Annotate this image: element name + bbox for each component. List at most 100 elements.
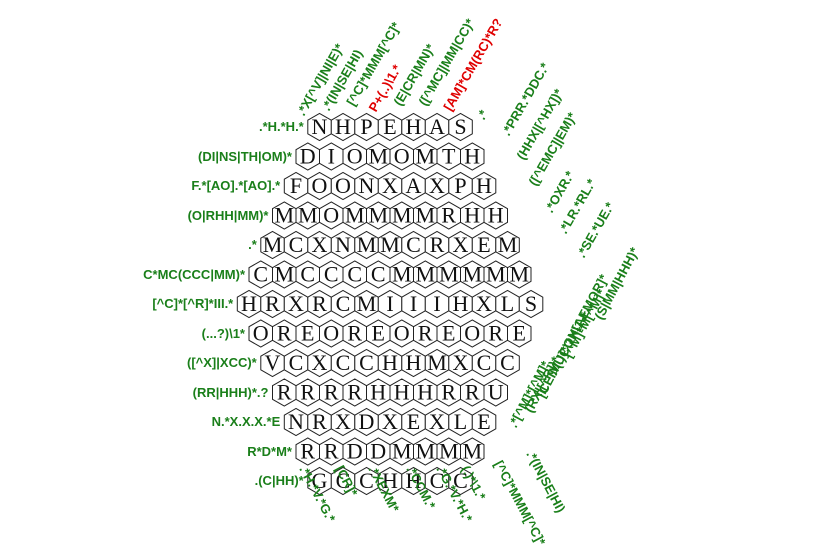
cell-letter: G bbox=[312, 468, 328, 493]
row-clue: .* bbox=[248, 237, 257, 252]
hex-cell[interactable] bbox=[460, 437, 485, 466]
cell-letter: E bbox=[383, 114, 396, 139]
cell-letter: R bbox=[418, 321, 433, 346]
cell-letter: H bbox=[382, 468, 398, 493]
cell-letter: I bbox=[386, 291, 393, 316]
cell-letter: L bbox=[454, 409, 467, 434]
hex-cell[interactable] bbox=[507, 260, 532, 289]
cell-letter: R bbox=[441, 203, 456, 228]
cell-letter: A bbox=[406, 173, 422, 198]
hex-cell[interactable] bbox=[448, 112, 473, 142]
cell-letter: I bbox=[328, 144, 335, 169]
cell-letter: C bbox=[453, 468, 468, 493]
cell-letter: R bbox=[465, 380, 480, 405]
hex-cell[interactable] bbox=[471, 407, 497, 437]
hex-cell[interactable] bbox=[495, 348, 520, 378]
cell-letter: R bbox=[277, 321, 292, 346]
cell-letter: O bbox=[323, 203, 339, 228]
cell-letter: F bbox=[290, 173, 302, 198]
cell-letter: C bbox=[253, 262, 268, 287]
cell-letter: O bbox=[347, 144, 363, 169]
cell-letter: N bbox=[335, 232, 351, 257]
cell-letter: O bbox=[335, 173, 351, 198]
row-clue: N.*X.X.X.*E bbox=[211, 414, 281, 429]
cell-letter: C bbox=[477, 350, 492, 375]
hex-cell[interactable] bbox=[471, 171, 497, 201]
cell-letter: I bbox=[433, 291, 440, 316]
cell-letter: C bbox=[359, 350, 374, 375]
cell-letter: M bbox=[498, 232, 518, 257]
cell-letter: C bbox=[430, 468, 445, 493]
cell-letter: N bbox=[288, 409, 304, 434]
cell-letter: M bbox=[298, 203, 318, 228]
cell-letter: U bbox=[488, 380, 504, 405]
cell-letter: C bbox=[371, 262, 386, 287]
hex-cell[interactable] bbox=[483, 201, 508, 230]
cell-letter: O bbox=[394, 321, 410, 346]
cell-letter: M bbox=[357, 291, 377, 316]
cell-letter: M bbox=[462, 262, 482, 287]
cell-letter: T bbox=[442, 144, 456, 169]
cell-letter: O bbox=[253, 321, 269, 346]
cell-letter: H bbox=[382, 350, 398, 375]
cell-letter: H bbox=[394, 380, 410, 405]
row-clue: (O|RHH|MM)* bbox=[187, 207, 269, 223]
cell-letter: R bbox=[300, 380, 315, 405]
cell-letter: E bbox=[513, 321, 526, 346]
cell-letter: V bbox=[265, 350, 281, 375]
cell-letter: C bbox=[336, 350, 351, 375]
cell-letter: P bbox=[454, 173, 466, 198]
row-clue: (RR|HHH)*.? bbox=[192, 384, 269, 400]
cell-letter: M bbox=[368, 144, 388, 169]
cell-letter: O bbox=[323, 321, 339, 346]
cell-letter: C bbox=[406, 232, 421, 257]
hex-cell[interactable] bbox=[507, 319, 532, 348]
cell-letter: X bbox=[476, 291, 492, 316]
cell-letter: O bbox=[464, 321, 480, 346]
cell-letter: M bbox=[427, 350, 447, 375]
cell-letter: H bbox=[335, 114, 351, 139]
cell-letter: C bbox=[336, 291, 351, 316]
cell-letter: C bbox=[300, 262, 315, 287]
cell-letter: N bbox=[312, 114, 328, 139]
cell-letter: X bbox=[453, 232, 469, 257]
row-clue: F.*[AO].*[AO].* bbox=[191, 178, 281, 193]
cell-letter: M bbox=[415, 439, 435, 464]
cell-letter: M bbox=[415, 203, 435, 228]
cell-letter: C bbox=[359, 468, 374, 493]
hex-cell[interactable] bbox=[495, 230, 520, 260]
cell-letter: M bbox=[392, 262, 412, 287]
hex-cell[interactable] bbox=[460, 142, 485, 171]
hex-cell[interactable] bbox=[483, 378, 508, 407]
cell-letter: E bbox=[407, 409, 420, 434]
cell-letter: X bbox=[429, 409, 445, 434]
cell-letter: H bbox=[406, 350, 422, 375]
row-clue: .(C|HH)* bbox=[254, 473, 304, 488]
cell-letter: H bbox=[453, 291, 469, 316]
cell-letter: E bbox=[477, 409, 490, 434]
cell-letter: O bbox=[312, 173, 328, 198]
cell-letter: X bbox=[312, 350, 328, 375]
cell-letter: H bbox=[406, 114, 422, 139]
cell-letter: M bbox=[415, 144, 435, 169]
cell-letter: A bbox=[429, 114, 445, 139]
hex-cell[interactable] bbox=[448, 466, 473, 496]
cell-letter: M bbox=[345, 203, 365, 228]
hex-cell[interactable] bbox=[518, 289, 544, 319]
cell-letter: R bbox=[312, 409, 327, 434]
row-clue: (...?)\1* bbox=[201, 325, 245, 341]
cell-letter: D bbox=[359, 409, 375, 434]
cell-letter: H bbox=[370, 380, 386, 405]
row-clue: C*MC(CCC|MM)* bbox=[143, 266, 245, 282]
cell-letter: C bbox=[289, 350, 304, 375]
cell-letter: E bbox=[477, 232, 490, 257]
cell-letter: E bbox=[372, 321, 385, 346]
row-clue: ([^X]|XCC)* bbox=[187, 355, 257, 370]
cell-letter: X bbox=[382, 173, 398, 198]
row-clue: [^C]*[^R]*III.* bbox=[152, 296, 234, 311]
cell-letter: H bbox=[464, 144, 480, 169]
cell-letter: N bbox=[359, 173, 375, 198]
row-clue: (DI|NS|TH|OM)* bbox=[198, 148, 292, 164]
cell-letter: M bbox=[380, 232, 400, 257]
